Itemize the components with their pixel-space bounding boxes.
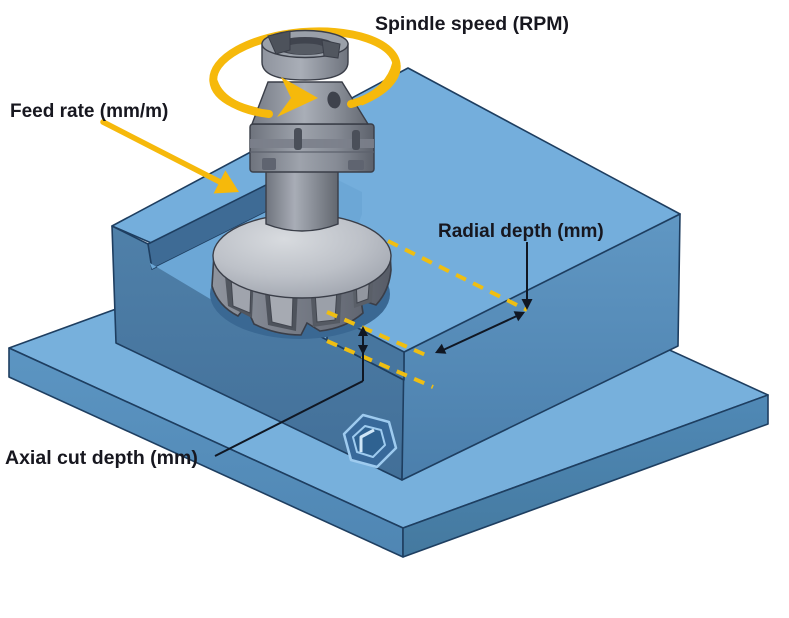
holder-cup-cavity-floor — [284, 43, 326, 55]
radial-depth-label: Radial depth (mm) — [438, 221, 604, 242]
base-plate-right-face — [402, 394, 769, 558]
spindle-rotation-front-arc — [210, 60, 400, 118]
holder-cup-notch-right — [321, 39, 341, 59]
holder-shank — [265, 167, 339, 232]
spindle-speed-label: Spindle speed (RPM) — [375, 13, 569, 35]
face-mill-cutter — [211, 29, 392, 336]
toolpath-dash-top — [387, 239, 528, 312]
collar-notch-right — [348, 160, 364, 170]
holder-side-hole — [327, 91, 341, 109]
hexagon-logo-icon — [342, 413, 398, 469]
axial-depth-dimension — [214, 326, 368, 457]
collar-slot-left — [294, 128, 302, 150]
toolpath-dash-step-bottom — [326, 339, 434, 389]
collar-notch-left — [262, 158, 276, 170]
axial-cut-depth-label: Axial cut depth (mm) — [5, 447, 198, 469]
toolpath-dashed-lines — [326, 239, 528, 389]
collar-slot-right — [352, 130, 360, 150]
collar-groove — [250, 139, 374, 148]
holder-cup-notch-left — [267, 30, 291, 55]
radial-depth-dimension — [435, 242, 533, 354]
rotation-arrowhead-icon — [277, 77, 318, 117]
feed-rate-label: Feed rate (mm/m) — [10, 101, 168, 122]
feed-direction-arrow — [100, 119, 239, 194]
